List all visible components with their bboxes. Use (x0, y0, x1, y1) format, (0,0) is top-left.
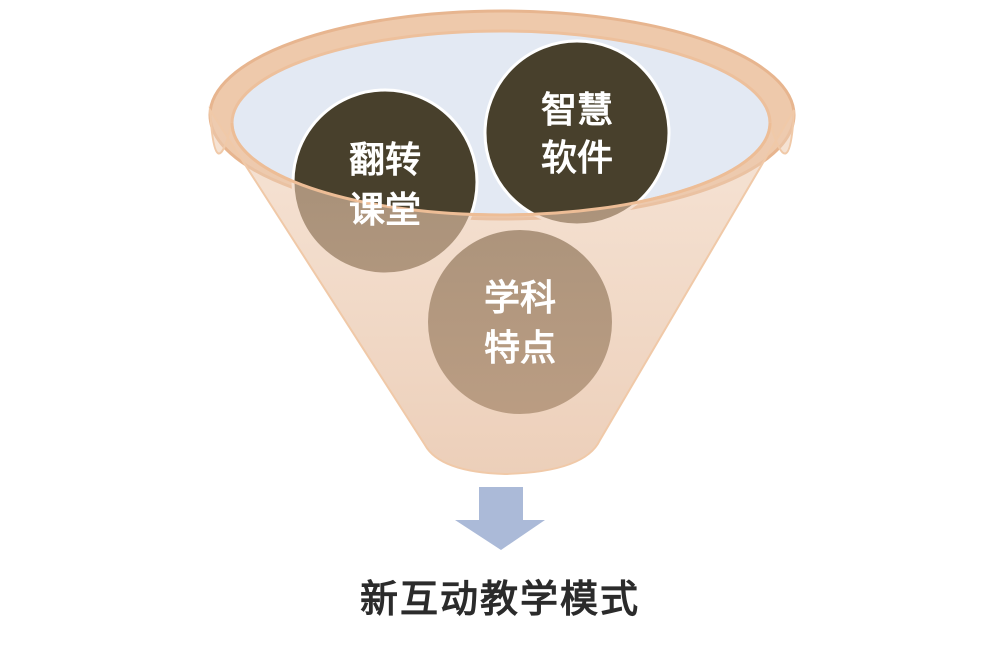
circle-subject-features-line2: 特点 (484, 328, 556, 369)
circle-smart-software-line2: 软件 (541, 138, 613, 179)
circle-labels: 翻转 课堂 智慧 软件 学科 特点 (349, 90, 613, 369)
result-label: 新互动教学模式 (359, 577, 640, 621)
circle-flipped-classroom-line2: 课堂 (349, 190, 421, 231)
circle-flipped-classroom-line1: 翻转 (349, 140, 421, 181)
down-arrow-icon (455, 487, 545, 550)
circle-smart-software-line1: 智慧 (541, 90, 613, 131)
circle-smart-software (483, 39, 671, 227)
circle-subject-features-line1: 学科 (484, 277, 556, 319)
funnel-rim-front (230, 122, 772, 217)
